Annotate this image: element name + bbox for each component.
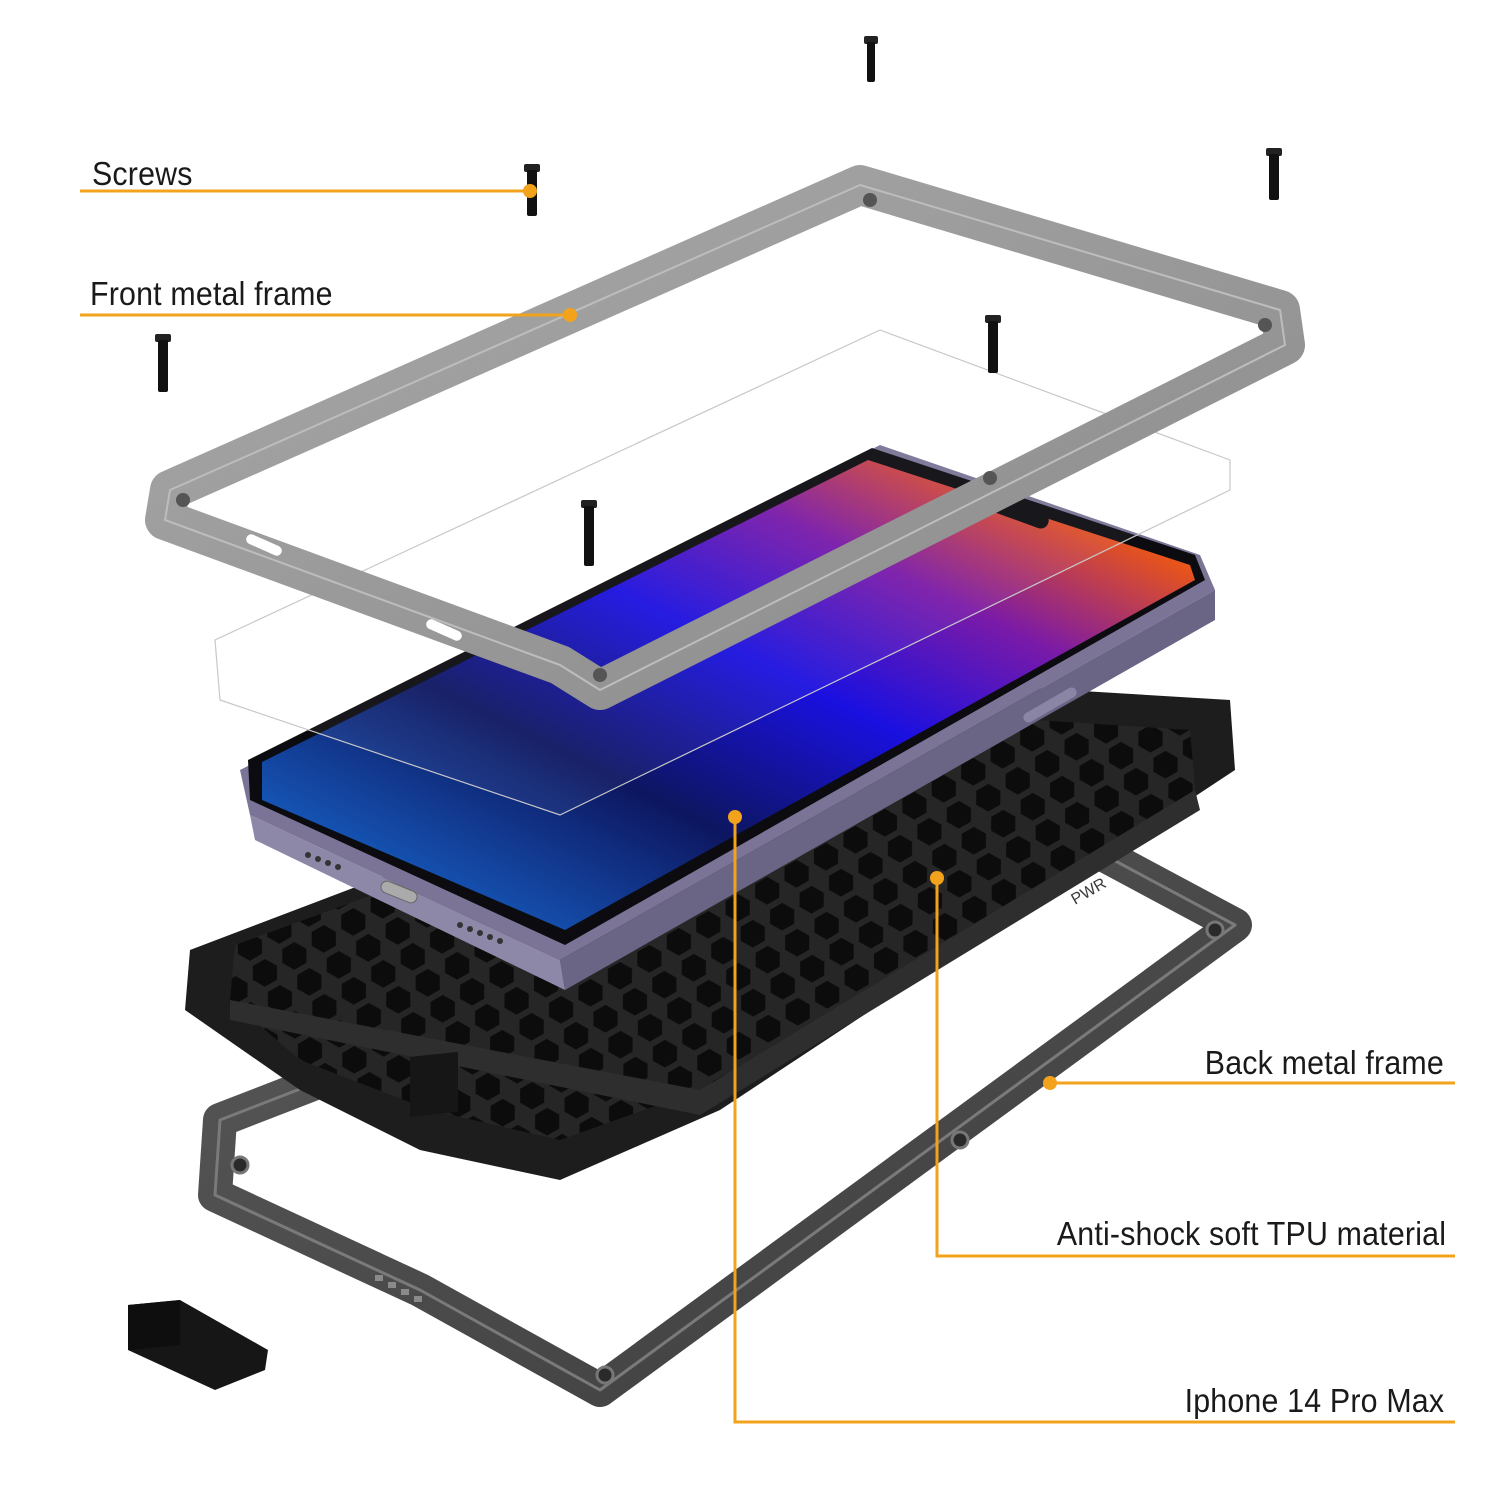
screw-icon bbox=[581, 500, 597, 566]
screen-protector bbox=[214, 329, 1231, 816]
screw-icon bbox=[155, 334, 171, 392]
speaker-holes bbox=[305, 852, 503, 944]
label-screws: Screws bbox=[92, 155, 193, 192]
screw-icon bbox=[985, 315, 1001, 373]
screw-icon bbox=[864, 36, 878, 82]
label-tpu-material: Anti-shock soft TPU material bbox=[1056, 1215, 1446, 1252]
label-front-metal-frame: Front metal frame bbox=[90, 275, 333, 312]
charging-port bbox=[380, 880, 418, 904]
label-back-metal-frame: Back metal frame bbox=[1204, 1044, 1444, 1081]
label-phone-model: Iphone 14 Pro Max bbox=[1184, 1382, 1444, 1419]
screws bbox=[155, 36, 1282, 566]
callout-dots bbox=[523, 184, 1057, 1090]
screw-icon bbox=[1266, 148, 1282, 200]
phone bbox=[240, 445, 1215, 990]
callout-lines bbox=[80, 189, 1455, 1424]
front-metal-frame bbox=[145, 165, 1305, 710]
port-plug bbox=[128, 1300, 268, 1390]
